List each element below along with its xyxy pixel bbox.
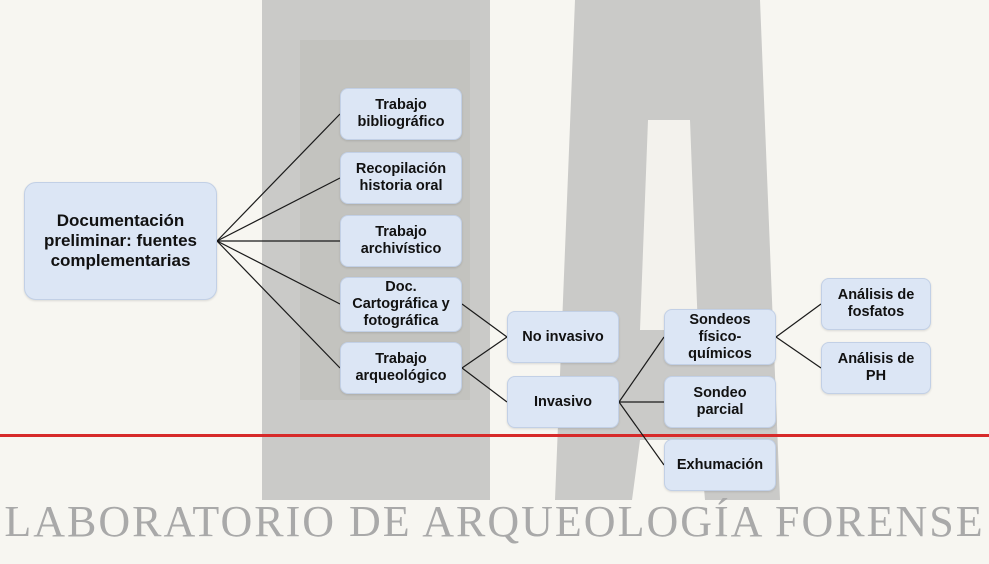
root-node-label: Documentación preliminar: fuentes comple…: [43, 211, 198, 270]
node-label: Recopilación historia oral: [355, 161, 447, 194]
connector-arqueologico-noinvasivo: [461, 336, 508, 369]
connector-arqueologico-invasivo: [461, 367, 508, 403]
node-label: Sondeo parcial: [693, 385, 747, 418]
node-exhumacion: Exhumación: [664, 439, 776, 491]
connector-sondeos-ph: [775, 336, 822, 369]
node-label: Doc. Cartográfica y fotográfica: [352, 279, 450, 329]
watermark-text: LABORATORIO DE ARQUEOLOGÍA FORENSE: [4, 497, 985, 546]
root-node: Documentación preliminar: fuentes comple…: [24, 182, 217, 300]
node-invasivo: Invasivo: [507, 376, 619, 428]
node-sondeos-fisico-quimicos: Sondeos físico- químicos: [664, 309, 776, 365]
node-label: No invasivo: [522, 328, 604, 345]
node-label: Análisis de PH: [837, 351, 915, 384]
node-trabajo-arqueologico: Trabajo arqueológico: [340, 342, 462, 394]
node-analisis-ph: Análisis de PH: [821, 342, 931, 394]
connector-invasivo-sondeos: [618, 336, 665, 403]
node-label: Trabajo bibliográfico: [357, 97, 445, 130]
node-label: Exhumación: [676, 456, 764, 473]
red-horizontal-rule: [0, 434, 989, 437]
connector-sondeos-fosfatos: [775, 303, 822, 338]
connector-root-historia: [216, 177, 341, 242]
node-label: Invasivo: [533, 393, 593, 410]
connector-root-cartografica: [216, 240, 341, 305]
node-label: Análisis de fosfatos: [837, 287, 915, 320]
node-label: Sondeos físico- químicos: [688, 311, 752, 362]
connector-root-bibliografico: [216, 113, 341, 242]
node-sondeo-parcial: Sondeo parcial: [664, 376, 776, 428]
connector-cartografica-noinvasivo: [461, 303, 508, 338]
node-analisis-fosfatos: Análisis de fosfatos: [821, 278, 931, 330]
node-trabajo-bibliografico: Trabajo bibliográfico: [340, 88, 462, 140]
node-no-invasivo: No invasivo: [507, 311, 619, 363]
connector-root-arqueologico: [216, 240, 341, 369]
node-trabajo-archivistico: Trabajo archivístico: [340, 215, 462, 267]
node-label: Trabajo archivístico: [360, 224, 442, 257]
node-doc-cartografica: Doc. Cartográfica y fotográfica: [340, 277, 462, 332]
connector-invasivo-exhumacion: [618, 401, 665, 466]
node-recopilacion-historia-oral: Recopilación historia oral: [340, 152, 462, 204]
node-label: Trabajo arqueológico: [355, 351, 447, 384]
